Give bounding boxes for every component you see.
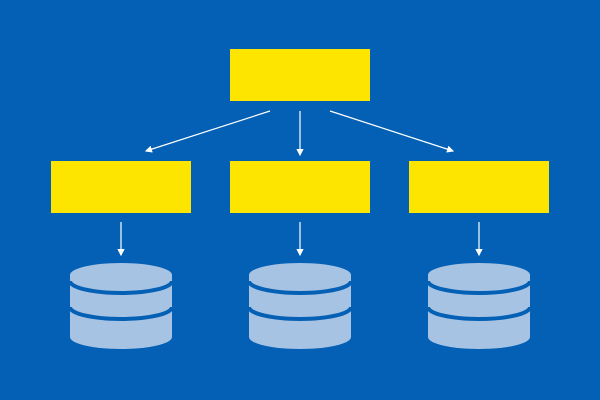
database-icon <box>68 263 174 349</box>
database-icon <box>426 263 532 349</box>
child-node-1 <box>51 161 191 213</box>
connector-root-to-child-3 <box>329 110 455 153</box>
child-node-3 <box>409 161 549 213</box>
database-icon <box>247 263 353 349</box>
root-node <box>230 49 370 101</box>
connector-root-to-child-1 <box>144 110 271 153</box>
child-node-2 <box>230 161 370 213</box>
